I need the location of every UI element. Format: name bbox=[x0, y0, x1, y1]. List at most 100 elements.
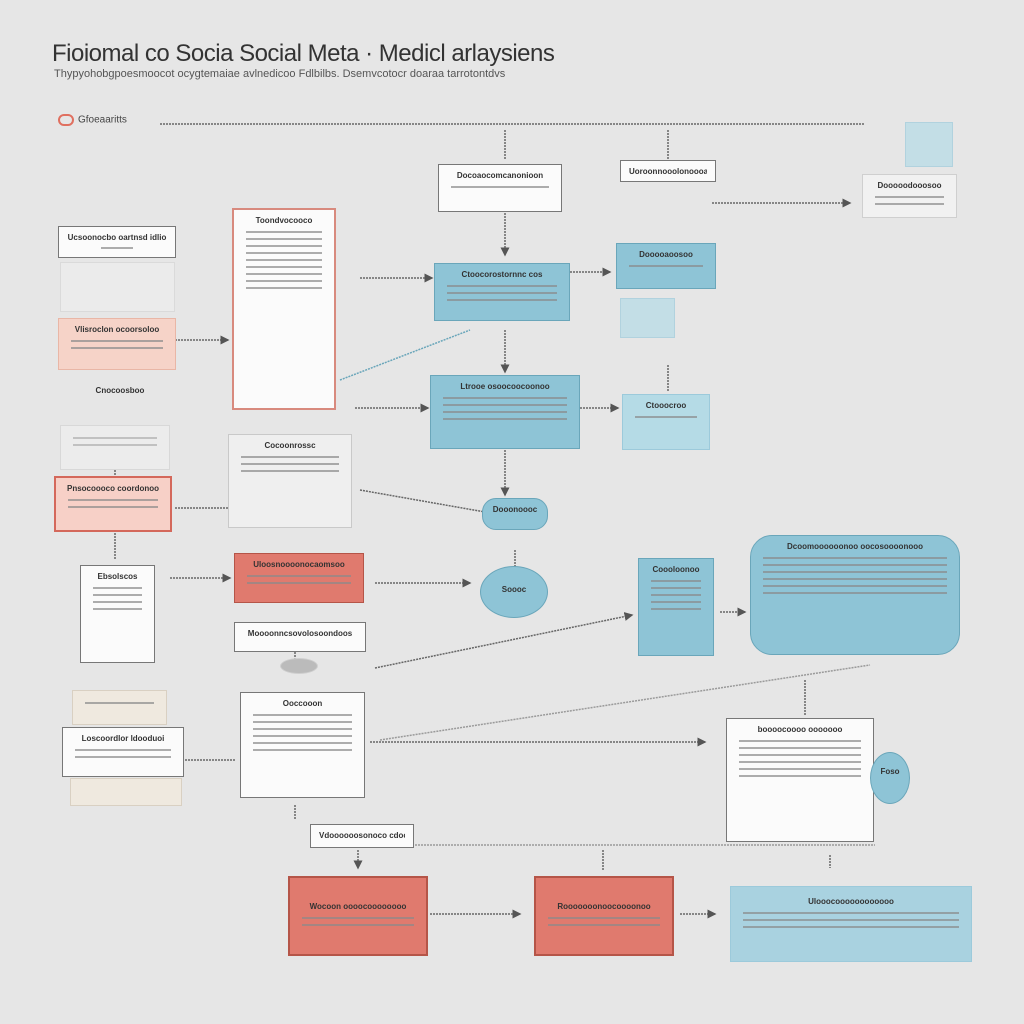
node-label: Dooooaoosoo bbox=[639, 250, 693, 259]
node-text-line bbox=[93, 608, 142, 610]
node-text-line bbox=[739, 768, 861, 770]
node-text-line bbox=[875, 203, 944, 205]
node-text-line bbox=[253, 735, 352, 737]
node-label: Cocoonrossc bbox=[264, 441, 316, 450]
legend-label: Gfoeaaritts bbox=[78, 114, 127, 126]
left-small-label: Cnocoosboo bbox=[80, 380, 160, 400]
node-text-line bbox=[246, 280, 322, 282]
page-subtitle: Thypyohobgpoesmoocot ocygtemaiae avlnedi… bbox=[54, 68, 506, 80]
node-text-line bbox=[247, 582, 351, 584]
blue-doc: Coooloonoo bbox=[638, 558, 714, 656]
node-label: Dooooodooosoo bbox=[877, 181, 942, 190]
node-text-line bbox=[241, 463, 339, 465]
blue-center-2: Ltrooe osoocoocoonoo bbox=[430, 375, 580, 449]
node-label: Uloosnoooonocaomsoo bbox=[253, 560, 345, 569]
node-label: Moooonncsovolosoondoos bbox=[247, 629, 353, 638]
connector bbox=[339, 329, 471, 381]
legend: Gfoeaaritts bbox=[58, 114, 127, 126]
white-mid-box: Moooonncsovolosoondoos bbox=[234, 622, 366, 652]
node-text-line bbox=[763, 585, 947, 587]
node-text-line bbox=[253, 714, 352, 716]
node-text-line bbox=[451, 186, 549, 188]
node-text-line bbox=[743, 912, 959, 914]
connector bbox=[359, 489, 486, 513]
node-text-line bbox=[253, 742, 352, 744]
connector bbox=[374, 612, 634, 669]
node-label: Ltrooe osoocoocoonoo bbox=[460, 382, 550, 391]
node-text-line bbox=[743, 919, 959, 921]
node-text-line bbox=[763, 571, 947, 573]
node-text-line bbox=[651, 608, 701, 610]
node-label: Docoaocomcanonioon bbox=[456, 171, 544, 180]
node-label: Coooloonoo bbox=[652, 565, 700, 574]
node-text-line bbox=[739, 740, 861, 742]
node-text-line bbox=[93, 594, 142, 596]
node-text-line bbox=[85, 702, 154, 704]
node-label: Ebsolscos bbox=[97, 572, 138, 581]
white-right-box: boooocoooo ooooooo bbox=[726, 718, 874, 842]
node-text-line bbox=[763, 557, 947, 559]
node-text-line bbox=[447, 299, 557, 301]
node-text-line bbox=[739, 747, 861, 749]
node-label: Foso bbox=[880, 767, 900, 776]
node-label: Toondvocooco bbox=[255, 216, 313, 225]
node-label: Dcoomoooooonoo oocosoooonooo bbox=[787, 542, 923, 551]
node-text-line bbox=[548, 924, 660, 926]
white-stack-box: Ooccooon bbox=[240, 692, 365, 798]
node-text-line bbox=[651, 601, 701, 603]
node-text-line bbox=[763, 564, 947, 566]
node-label: boooocoooo ooooooo bbox=[757, 725, 843, 734]
node-text-line bbox=[253, 728, 352, 730]
left-red-box: Pnsocoooco coordonoo bbox=[54, 476, 172, 532]
page-title: Fioiomal co Socia Social Meta · Medicl a… bbox=[52, 40, 555, 67]
node-text-line bbox=[246, 252, 322, 254]
node-text-line bbox=[73, 437, 157, 439]
node-text-line bbox=[651, 580, 701, 582]
left-beige-footer bbox=[70, 778, 182, 806]
node-text-line bbox=[651, 587, 701, 589]
node-label: Dooonoooc bbox=[492, 505, 538, 514]
top-right-label: Uoroonnooolonoooao bbox=[620, 160, 716, 182]
right-panel: Dooooodooosoo bbox=[862, 174, 957, 218]
node-label: Vdoooooosonoco cdoonoo bbox=[319, 831, 405, 840]
node-text-line bbox=[253, 749, 352, 751]
pin-marker bbox=[280, 658, 318, 674]
node-text-line bbox=[302, 924, 414, 926]
node-text-line bbox=[739, 775, 861, 777]
node-text-line bbox=[246, 287, 322, 289]
left-beige-box bbox=[72, 690, 167, 725]
node-text-line bbox=[763, 592, 947, 594]
node-text-line bbox=[93, 601, 142, 603]
node-text-line bbox=[635, 416, 697, 418]
node-text-line bbox=[93, 587, 142, 589]
left-doc-box: Ebsolscos bbox=[80, 565, 155, 663]
node-text-line bbox=[75, 756, 171, 758]
node-label: Loscoordlor ldooduoi bbox=[81, 734, 165, 743]
node-label: Ulooocoooooooooooo bbox=[808, 897, 894, 906]
blue-right-small bbox=[620, 298, 675, 338]
legend-marker-icon bbox=[58, 114, 74, 126]
red-mid-box: Uloosnoooonocaomsoo bbox=[234, 553, 364, 603]
node-label: Rooooooonoocoooonoo bbox=[557, 902, 651, 911]
blue-right-1: Dooooaoosoo bbox=[616, 243, 716, 289]
node-label: Soooc bbox=[501, 585, 527, 594]
left-text-block bbox=[60, 425, 170, 470]
node-label: Wocoon oooocoooooooo bbox=[309, 902, 407, 911]
node-text-line bbox=[71, 340, 163, 342]
blue-cloud: Soooc bbox=[480, 566, 548, 618]
stack-column-top: Toondvocooco bbox=[232, 208, 336, 410]
node-label: Ooccooon bbox=[282, 699, 323, 708]
node-text-line bbox=[443, 411, 567, 413]
left-faded-box bbox=[60, 262, 175, 312]
node-text-line bbox=[241, 456, 339, 458]
top-right-swatch bbox=[905, 122, 953, 167]
node-text-line bbox=[651, 594, 701, 596]
node-text-line bbox=[101, 247, 133, 249]
node-label: Ctoocorostornnc cos bbox=[461, 270, 543, 279]
node-text-line bbox=[246, 266, 322, 268]
top-center-box: Docoaocomcanonioon bbox=[438, 164, 562, 212]
stack-column-mid: Cocoonrossc bbox=[228, 434, 352, 528]
red-bottom-2: Rooooooonoocoooonoo bbox=[534, 876, 674, 956]
blue-right-2: Ctooocroo bbox=[622, 394, 710, 450]
